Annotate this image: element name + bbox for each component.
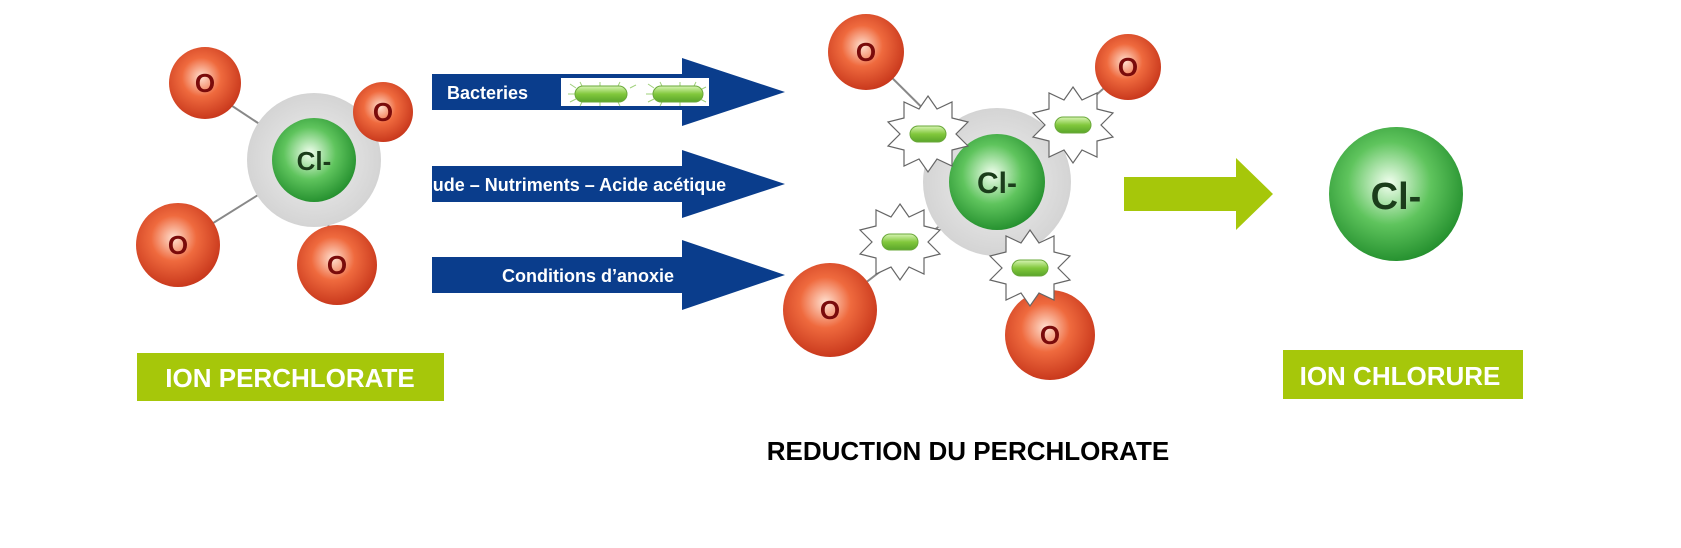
green-arrow [1124,158,1273,230]
oxygen-atom [297,225,377,305]
arrow-anoxie: Conditions d’anoxie [432,240,785,310]
chloride-symbol: Cl- [977,167,1017,200]
chloride-symbol: Cl- [297,146,332,176]
badge-background [1283,350,1523,399]
chloride-atom [272,118,356,202]
oxygen-symbol: O [195,68,215,98]
arrow-shape [432,150,785,218]
chloride-symbol: Cl- [1371,176,1422,218]
oxygen-atom [783,263,877,357]
reduction-molecule: Cl- O O O O [783,14,1161,380]
oxygen-symbol: O [856,37,876,67]
oxygen-atom [169,47,241,119]
oxygen-atom [136,203,220,287]
oxygen-symbol: O [820,295,840,325]
chloride-atom [949,134,1045,230]
perchlorate-label-badge: ION PERCHLORATE [137,353,444,401]
bacteria-burst-icon [1031,85,1115,165]
chlorure-label: ION CHLORURE [1300,361,1501,391]
chloride-ion: Cl- [1329,127,1463,261]
arrow-label-anoxie: Conditions d’anoxie [502,266,674,286]
bacteria-burst-icon [886,94,970,174]
arrow-label-nutriments: Soude – Nutriments – Acide acétique [410,175,726,195]
bacteria-burst-icon [988,228,1072,308]
bacteria-icon [646,81,707,107]
oxygen-symbol: O [373,97,393,127]
perchlorate-molecule: Cl- O O O O [136,47,413,305]
oxygen-atom [828,14,904,90]
arrow-shape [432,240,785,310]
oxygen-symbol: O [327,250,347,280]
oxygen-atom [353,82,413,142]
oxygen-atom [1095,34,1161,100]
arrow-label-bacteries: Bacteries [447,83,528,103]
arrow-nutriments: Soude – Nutriments – Acide acétique [410,150,785,218]
arrow-bacteries: Bacteries [432,58,785,126]
bacteria-burst-icon [858,202,942,282]
oxygen-atom [1005,290,1095,380]
oxygen-symbol: O [1040,320,1060,350]
chlorure-label-badge: ION CHLORURE [1283,350,1523,399]
bacteria-icon [568,81,637,107]
badge-background [137,353,444,401]
chloride-atom [1329,127,1463,261]
reduction-caption: REDUCTION DU PERCHLORATE [767,436,1170,466]
oxygen-symbol: O [168,230,188,260]
oxygen-symbol: O [1118,52,1138,82]
perchlorate-label: ION PERCHLORATE [165,363,414,393]
